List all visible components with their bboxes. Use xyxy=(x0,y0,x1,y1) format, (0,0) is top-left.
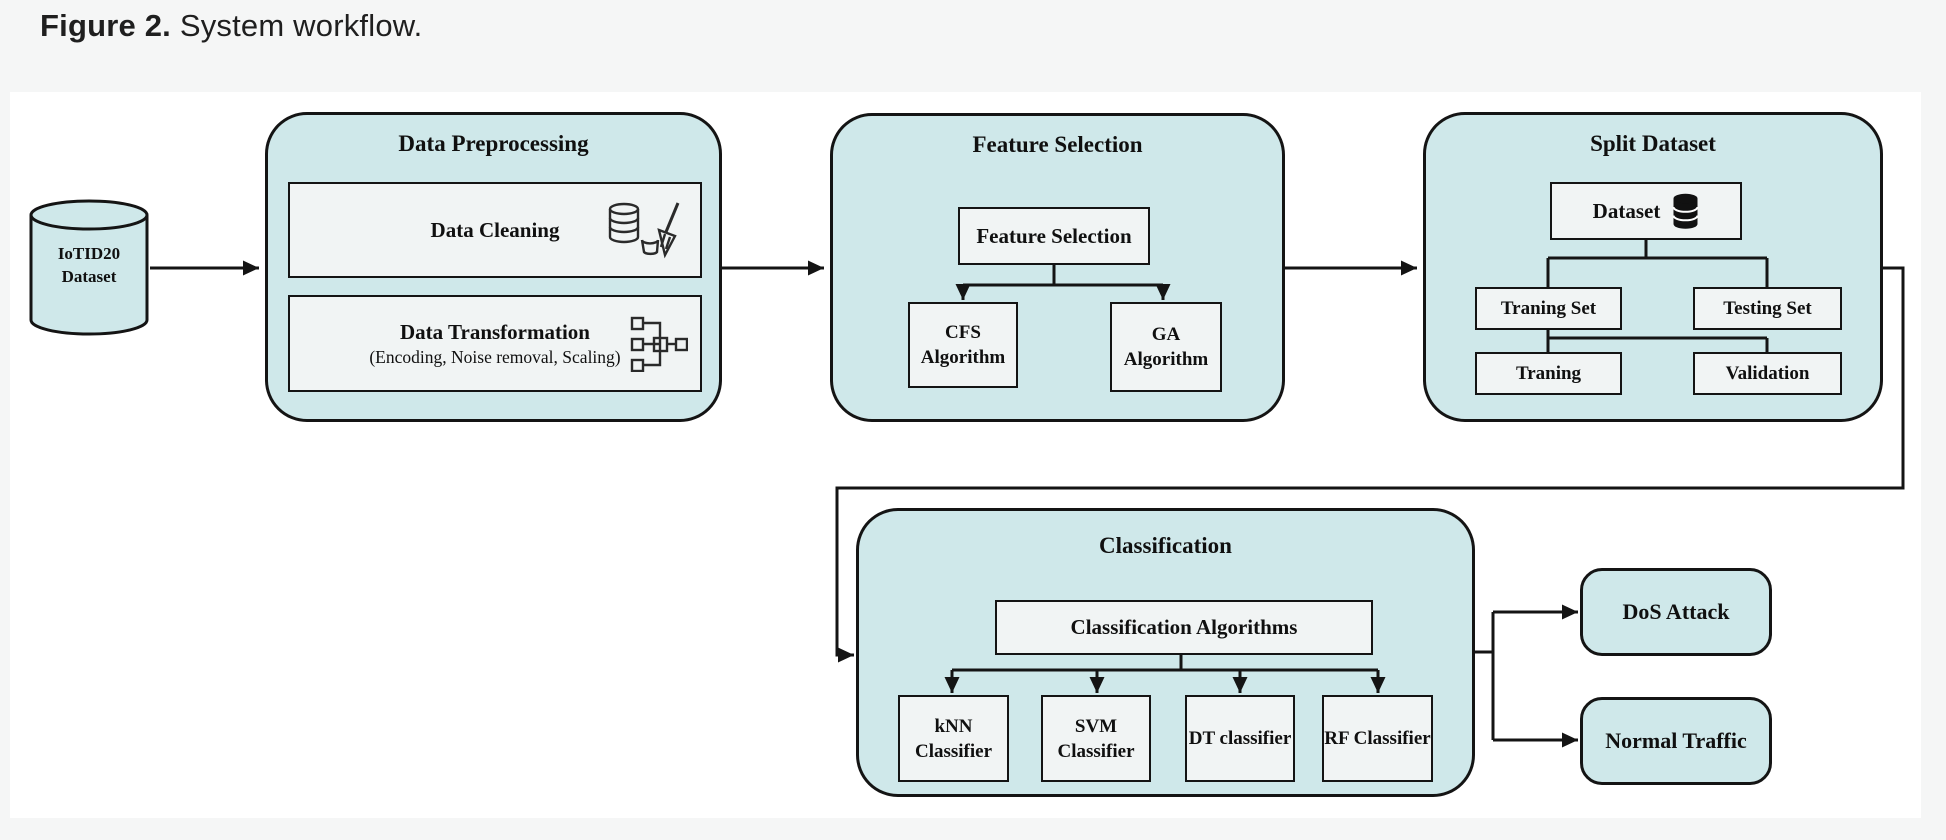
figure-caption-text: System workflow. xyxy=(171,8,423,43)
block-title-data-preprocessing: Data Preprocessing xyxy=(398,131,589,156)
hierarchy-icon xyxy=(630,316,688,372)
node-classification-algorithms: Classification Algorithms xyxy=(995,600,1373,655)
output-normal-traffic: Normal Traffic xyxy=(1580,697,1772,785)
node-dt-classifier: DT classifier xyxy=(1185,695,1295,782)
node-svm-classifier: SVM Classifier xyxy=(1041,695,1151,782)
figure-caption: Figure 2. System workflow. xyxy=(40,8,422,44)
node-cfs-algorithm: CFS Algorithm xyxy=(908,302,1018,388)
node-rf-classifier: RF Classifier xyxy=(1322,695,1433,782)
node-knn-classifier: kNN Classifier xyxy=(898,695,1009,782)
node-training-set: Traning Set xyxy=(1475,287,1622,330)
block-title-split-dataset: Split Dataset xyxy=(1590,131,1716,156)
output-dos-attack: DoS Attack xyxy=(1580,568,1772,656)
node-training: Traning xyxy=(1475,352,1622,395)
block-title-feature-selection: Feature Selection xyxy=(972,132,1143,157)
cylinder-shape xyxy=(29,199,149,336)
node-testing-set: Testing Set xyxy=(1693,287,1842,330)
node-data-cleaning: Data Cleaning xyxy=(288,182,702,278)
node-feature-selection-root: Feature Selection xyxy=(958,207,1150,265)
block-title-classification: Classification xyxy=(1099,533,1232,558)
figure-caption-label: Figure 2. xyxy=(40,8,171,43)
database-icon xyxy=(1672,193,1699,230)
source-cylinder: IoTID20 Dataset xyxy=(28,198,150,337)
database-broom-icon xyxy=(604,199,688,261)
node-data-transformation: Data Transformation (Encoding, Noise rem… xyxy=(288,295,702,392)
node-dataset: Dataset xyxy=(1550,182,1742,240)
node-validation: Validation xyxy=(1693,352,1842,395)
source-cylinder-label: IoTID20 Dataset xyxy=(57,244,121,286)
node-ga-algorithm: GA Algorithm xyxy=(1110,302,1222,392)
